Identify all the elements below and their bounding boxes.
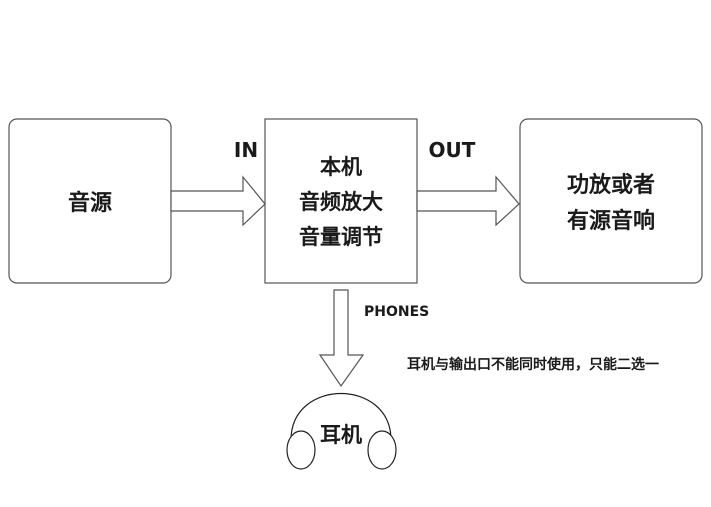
source-box: 音源 [8, 118, 172, 284]
phones-arrow [318, 289, 365, 388]
output-box-line-1: 功放或者 [567, 172, 655, 198]
amp-box-line-3: 音量调节 [299, 225, 383, 249]
in-label: IN [234, 138, 258, 162]
output-box-line-2: 有源音响 [567, 208, 655, 234]
phones-label: PHONES [364, 304, 429, 320]
output-box: 功放或者 有源音响 [519, 118, 703, 284]
out-arrow [416, 175, 520, 227]
amp-box-line-2: 音频放大 [299, 190, 383, 214]
amp-box: 本机 音频放大 音量调节 [264, 118, 418, 284]
note-text: 耳机与输出口不能同时使用，只能二选一 [407, 356, 659, 373]
source-box-label: 音源 [68, 190, 112, 216]
in-arrow [170, 175, 266, 227]
headphones-label: 耳机 [320, 423, 362, 447]
amp-box-line-1: 本机 [320, 155, 362, 179]
headphones-icon: 耳机 [286, 393, 397, 470]
out-label: OUT [429, 138, 476, 162]
